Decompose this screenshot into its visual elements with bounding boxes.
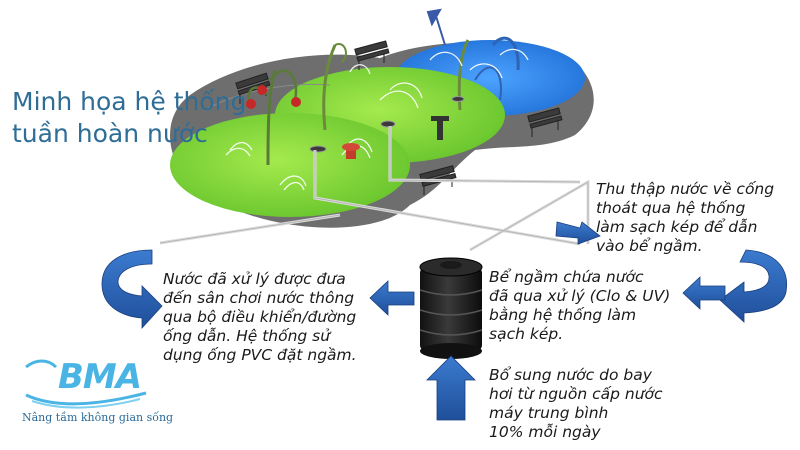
note-line: qua bộ điều khiển/đường bbox=[163, 308, 357, 326]
note-line: Bể ngầm chứa nước bbox=[489, 268, 644, 286]
fountain-icon bbox=[342, 116, 449, 159]
page-title: Minh họa hệ thống tuần hoàn nước bbox=[12, 86, 246, 150]
note-line: sạch kép. bbox=[489, 325, 564, 343]
flow-arrow-icon bbox=[101, 221, 788, 421]
logo-tagline: Nâng tầm không gian sống bbox=[22, 411, 174, 424]
note-line: dụng ống PVC đặt ngầm. bbox=[163, 346, 357, 364]
note-play: Nước đã xử lý được đưa đến sân chơi nước… bbox=[163, 270, 357, 365]
note-line: Thu thập nước về cống bbox=[596, 180, 775, 198]
note-line: máy trung bình bbox=[489, 404, 609, 422]
lawn-left bbox=[170, 113, 410, 217]
title-line-1: Minh họa hệ thống bbox=[12, 87, 247, 116]
note-collect: Thu thập nước về cống thoát qua hệ thống… bbox=[596, 180, 774, 256]
title-line-2: tuần hoàn nước bbox=[12, 119, 208, 148]
note-line: thoát qua hệ thống bbox=[596, 199, 746, 217]
water-jet-icon bbox=[225, 48, 529, 191]
note-line: đã qua xử lý (Clo & UV) bbox=[489, 287, 671, 305]
note-supply: Bổ sung nước do bay hơi từ nguồn cấp nướ… bbox=[489, 366, 663, 442]
logo-wordmark: BMA bbox=[58, 357, 142, 397]
note-line: Bổ sung nước do bay bbox=[489, 366, 652, 384]
note-line: ống dẫn. Hệ thống sử bbox=[163, 327, 331, 345]
pipe-outline bbox=[159, 126, 589, 251]
play-pole-fountain bbox=[322, 36, 520, 131]
note-line: hơi từ nguồn cấp nước bbox=[489, 385, 663, 403]
note-line: vào bể ngầm. bbox=[596, 237, 703, 255]
underground-tank-icon bbox=[419, 257, 483, 359]
note-line: bằng hệ thống làm bbox=[489, 306, 637, 324]
note-tank: Bể ngầm chứa nước đã qua xử lý (Clo & UV… bbox=[489, 268, 670, 344]
park-bench-icon bbox=[527, 107, 563, 137]
fruit-icon bbox=[246, 85, 301, 109]
park-bench-icon bbox=[354, 40, 390, 70]
note-line: 10% mỗi ngày bbox=[489, 423, 601, 441]
note-line: Nước đã xử lý được đưa bbox=[163, 270, 346, 288]
note-line: làm sạch kép để dẫn bbox=[596, 218, 758, 236]
wave-icon bbox=[25, 359, 147, 409]
bma-logo: BMA Nâng tầm không gian sống bbox=[22, 355, 173, 425]
shark-fin-icon bbox=[426, 8, 446, 46]
note-line: đến sân chơi nước thông bbox=[163, 289, 355, 307]
